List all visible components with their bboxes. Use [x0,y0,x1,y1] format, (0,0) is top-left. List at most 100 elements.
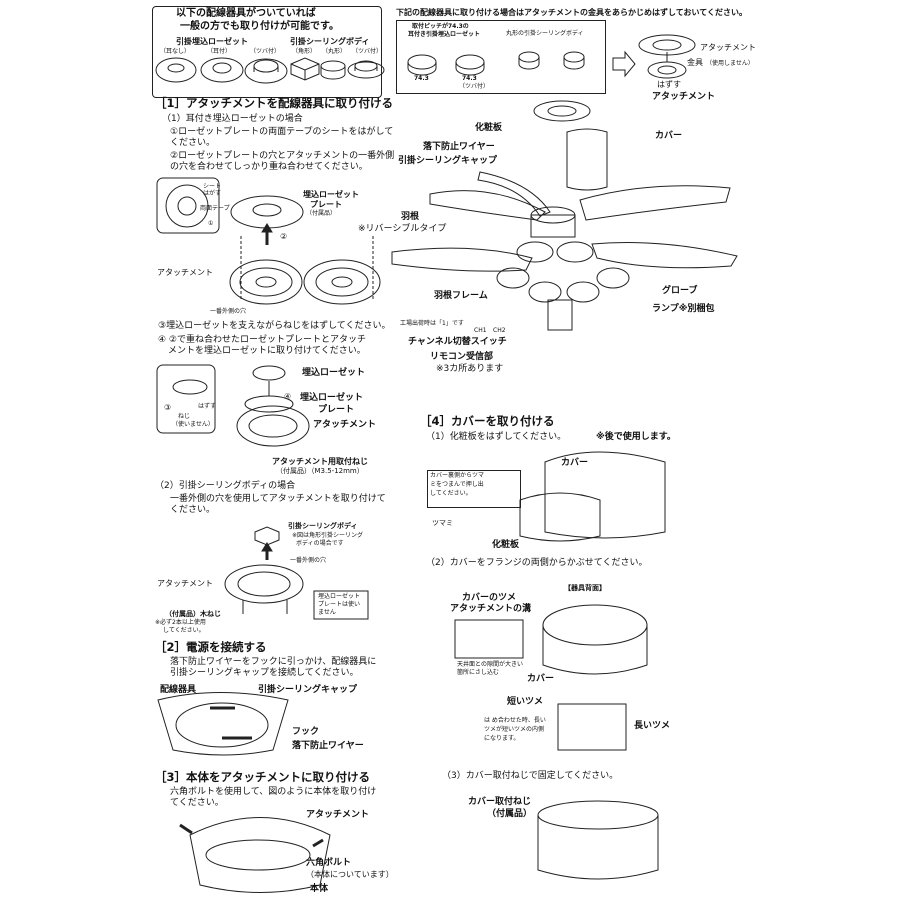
rosette-no-ear-icon [155,57,197,83]
part-reversible: ※リバーシブルタイプ [358,224,447,234]
dim-a: 74.3 [414,75,429,82]
s2-text-1: 落下防止ワイヤーをフックに引っかけ、配線器具に [170,657,377,667]
ceiling-body-label: 引掛シーリングボディ [288,522,358,530]
part-cap: 引掛シーリングキャップ [398,156,498,166]
cover-remove-drawing [519,451,666,542]
rosette-flange-icon [244,58,288,84]
wood-screw-label: （付属品）木ねじ [165,610,221,618]
rosette-label: 埋込ローゼット [302,368,366,378]
rplate-label-2: プレート [318,405,355,415]
no-plate-1: 埋込ローゼット [318,593,361,600]
s1-attachment-label-3: アタッチメント [157,579,213,588]
round-body-b-icon [563,51,585,70]
part-cover: カバー [655,131,683,141]
body-attach-drawing [179,817,331,893]
round-body-label: 丸形の引掛シーリングボディ [506,30,584,37]
cover-screw-label-1: カバー取付ねじ [468,797,532,807]
part-plate: 化粧板 [475,123,503,133]
fan-globes [496,241,630,303]
gap-note-1: 天井面との隙間が大きい [457,661,523,668]
sheet-label: シート [203,183,222,190]
pitch-label-1: 取付ピッチが74.3の [412,23,469,30]
ceiling-body-note-1: ※図は角形引掛シーリング [292,532,364,539]
knob-label: ツマミ [432,519,453,527]
fan-attachment [533,100,591,122]
factory-note: 工場出荷時は「1」です [400,320,464,327]
sheet-peel-detail [156,177,220,234]
ceiling-body-flange-icon [347,60,385,79]
plate-label-1: 埋込ローゼット [303,190,359,199]
fan-blades [391,171,738,272]
tr-bracket-label: 金具 [687,58,703,67]
tape-label: 両面テープ [200,205,230,212]
peel-label: はがす [203,190,222,197]
s1-sub2-text: 一番外側の穴を使用してアタッチメントを取り付けてください。 [170,494,386,515]
fan-body [530,206,576,238]
tr-remove-label: はずす [657,80,681,89]
box-line-2: 一般の方でも取り付けが可能です。 [180,21,339,32]
short-tab-label: 短いツメ [507,697,544,707]
pitch-rosette-a-icon [407,54,437,76]
cover-screw-drawing [537,800,659,880]
s3-body-label: 本体 [310,884,329,894]
wood-screw-note-2: してください。 [163,627,205,634]
s1-step3: ③埋込ローゼットを支えながらねじをはずしてください。 [158,321,391,331]
remove-label: はずす [198,403,217,410]
circle-4: ④ [284,392,292,401]
group-a-item-2: （耳付） [207,48,232,55]
plate-label-3: （付属品） [306,210,337,217]
s3-text-2: てください。 [170,798,224,808]
ceiling-body-stack [224,526,304,614]
s1-attachment-label-2: アタッチメント [313,420,377,430]
outer-hole-label-2: 一番外側の穴 [290,557,327,564]
gap-note-2: 箇所にさし込む [457,669,499,676]
box-line-1: 以下の配線器具がついていれば [176,8,316,19]
group-a-item-1: （耳なし） [160,48,191,55]
group-a-item-3: （ツバ付） [250,48,281,55]
rosette-stack [236,365,310,447]
part-receiver-note: ※3カ所あります [436,364,504,374]
push-note-3: してください。 [430,490,472,497]
s2-fixture-label: 配線器具 [160,685,197,695]
group-b-item-1: （角形） [292,48,317,55]
ch-a: CH1 [474,327,487,334]
push-note-1: カバー裏側からツマ [430,472,485,479]
part-wire: 落下防止ワイヤー [423,142,495,152]
wood-screw-note-1: ※必ず2本以上使用 [155,619,206,626]
power-connect-drawing [157,692,289,756]
s1-sub2: （2）引掛シーリングボディの場合 [155,481,296,491]
part-frame: 羽根フレーム [434,291,488,301]
ch-b: CH2 [493,327,506,334]
s2-title: ［2］電源を接続する [155,640,267,654]
s3-attachment-label: アタッチメント [306,810,370,820]
pitch-label-2: 耳付き引掛埋込ローゼット [408,31,481,38]
s1-step4b: メントを埋込ローゼットに取り付けてください。 [168,346,366,356]
s4-sub2: （2）カバーをフランジの両側からかぶせてください。 [426,558,648,568]
circle-1: ① [208,220,214,227]
s3-bolt-note: （本体についています） [306,870,394,879]
part-switch: チャンネル切替スイッチ [408,337,507,347]
s4-cover-label-2: カバー [527,674,555,684]
group-b-label: 引掛シーリングボディ [290,37,370,46]
cover-screw-label-2: （付属品） [487,809,533,819]
s3-text-1: 六角ボルトを使用して、図のように本体を取り付け [170,787,377,797]
fit-note-2: ツメが短いツメの内側 [484,726,545,733]
s4-title: ［4］カバーを取り付ける [420,414,555,428]
circle-3: ③ [164,403,172,412]
tr-attachment-label: アタッチメント [700,43,756,52]
rplate-label-1: 埋込ローゼット [300,393,364,403]
s1-step1a: ①ローゼットプレートの両面テープのシートをはがしてください。 [170,127,394,148]
s4-cover-label: カバー [561,458,589,468]
tr-bracket-note: （使用しません） [706,60,754,67]
s2-cap-label: 引掛シーリングキャップ [258,685,358,695]
s3-title: ［3］本体をアタッチメントに取り付ける [155,770,370,784]
screw-note: （使いません） [172,421,214,428]
group-a-label: 引掛埋込ローゼット [176,37,248,46]
no-plate-3: ません [318,609,336,616]
s1-title: ［1］アタッチメントを配線器具に取り付ける [155,96,393,110]
s3-bolt-label: 六角ボルト [306,858,352,868]
fix-screw-label: アタッチメント用取付ねじ [272,457,368,466]
push-note-box [427,470,521,508]
s2-text-2: 引掛シーリングキャップを接続してください。 [170,668,359,678]
